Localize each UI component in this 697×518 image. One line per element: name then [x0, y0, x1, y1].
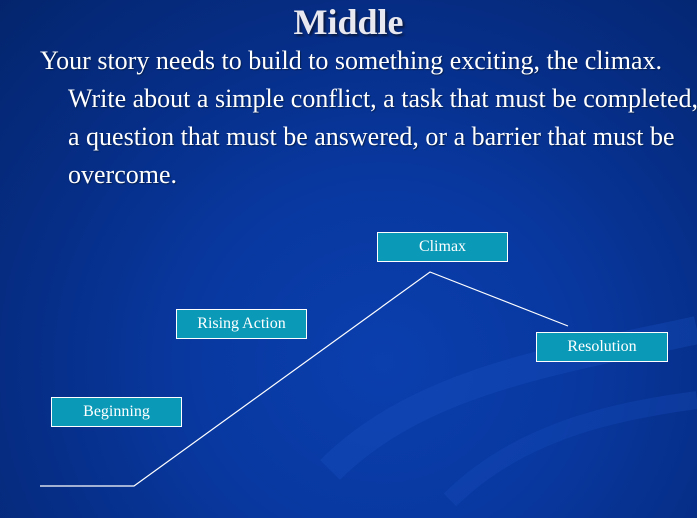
climax-box: Climax: [377, 232, 508, 262]
plot-line: [40, 271, 569, 487]
slide-title: Middle: [293, 2, 404, 42]
resolution-box: Resolution: [536, 332, 668, 362]
rising-action-box: Rising Action: [176, 309, 307, 339]
slide-body-text: Your story needs to build to something e…: [40, 46, 697, 189]
beginning-box: Beginning: [51, 397, 182, 427]
